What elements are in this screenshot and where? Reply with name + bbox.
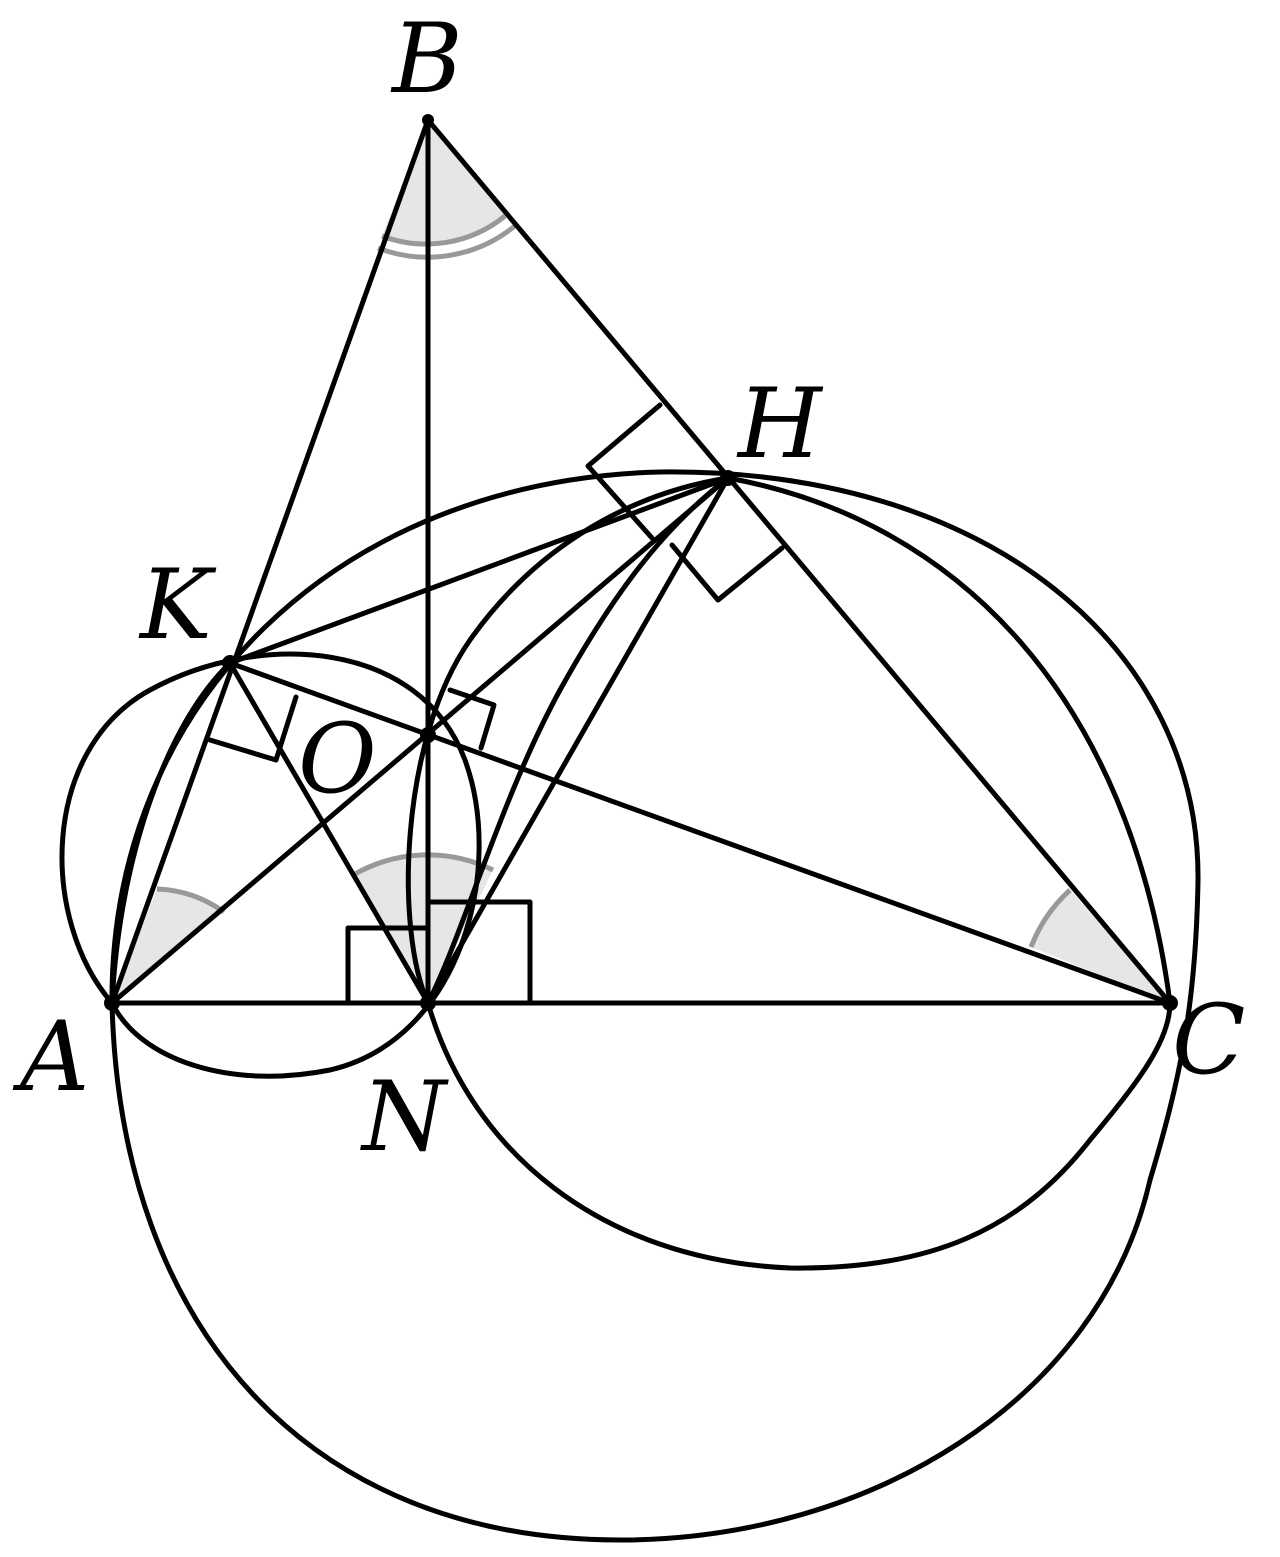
- label-n: N: [360, 1061, 449, 1173]
- point-c: [1162, 995, 1178, 1011]
- angle-marker-c-arc: [1028, 888, 1072, 948]
- point-o: [420, 727, 436, 743]
- segment-kn: [227, 660, 431, 1006]
- point-k: [222, 655, 238, 671]
- arc-h-c-right: [725, 475, 1173, 1006]
- point-b: [422, 114, 434, 126]
- angle-marker-b-arc-inner: [381, 214, 507, 247]
- angle-marker-b: [382, 120, 505, 245]
- label-c: C: [1172, 984, 1245, 1096]
- right-angle-mark-h-upper: [585, 402, 663, 541]
- angle-marker-a: [112, 889, 224, 1003]
- point-n: [420, 995, 436, 1011]
- right-angle-mark-h-lower: [669, 542, 785, 603]
- right-angle-mark-k: [207, 694, 299, 763]
- points: [104, 114, 1178, 1011]
- arc-n-c-bottom: [425, 1000, 1173, 1271]
- segment-ah: [109, 475, 731, 1006]
- label-b: B: [390, 3, 463, 115]
- label-o: O: [298, 703, 377, 815]
- segment-bc: [425, 117, 1173, 1006]
- segments: [109, 117, 1173, 1006]
- label-h: H: [736, 368, 824, 480]
- right-angle-mark-o: [447, 687, 497, 751]
- point-h: [720, 470, 736, 486]
- angle-marker-b-arc-outer: [377, 223, 518, 260]
- right-angle-mark-n-left: [345, 925, 431, 1006]
- segment-nh: [425, 475, 731, 1006]
- segment-kh: [227, 475, 731, 666]
- circles: [59, 469, 1201, 1543]
- label-k: K: [138, 549, 217, 661]
- point-a: [104, 995, 120, 1011]
- arc-n-h-inner: [425, 475, 731, 1006]
- angle-markers: [112, 120, 1170, 1003]
- segment-kc: [227, 660, 1173, 1006]
- lens-arc-left: [109, 660, 233, 1006]
- segment-ab: [109, 117, 431, 1006]
- right-angle-mark-n-right: [425, 899, 533, 1006]
- label-a: A: [12, 1001, 89, 1113]
- labels: B H K O A N C: [12, 3, 1245, 1173]
- angle-marker-c: [1031, 890, 1170, 1003]
- large-circle: [109, 469, 1201, 1543]
- right-angle-marks: [207, 402, 785, 1006]
